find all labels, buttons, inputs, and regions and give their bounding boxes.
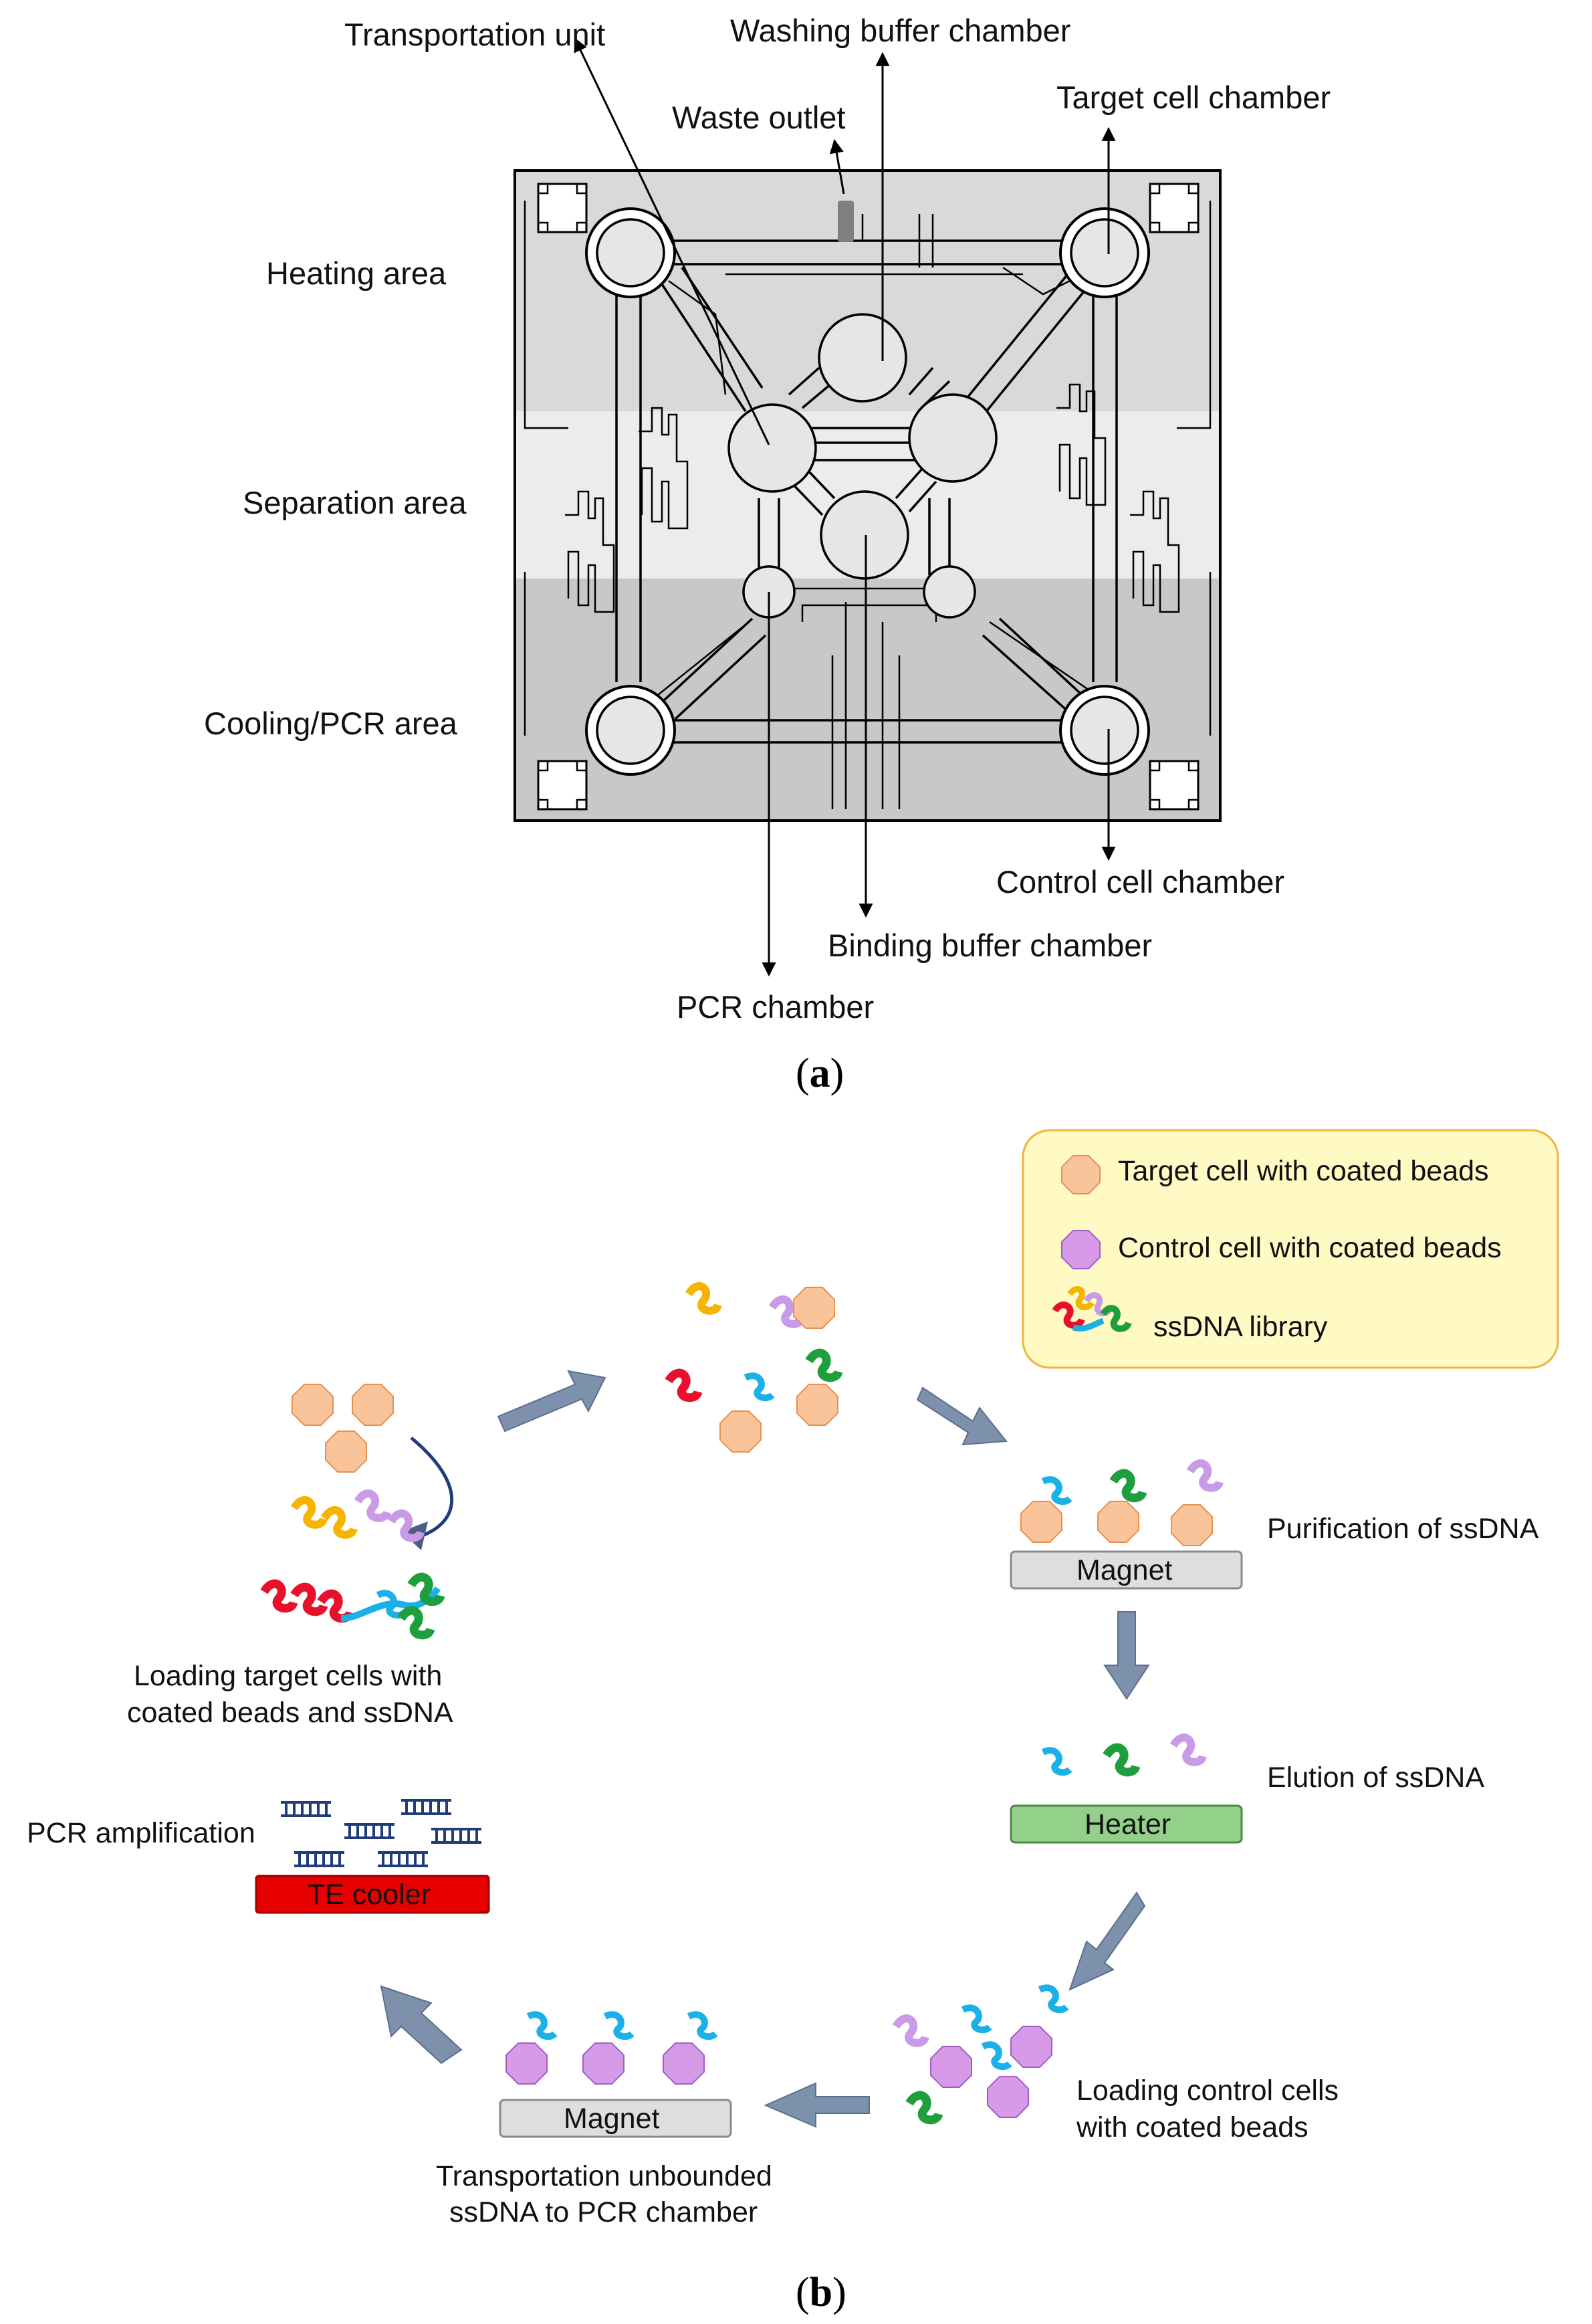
waste-outlet xyxy=(838,201,854,242)
step-pcr: PCR amplification TE cooler xyxy=(27,1799,490,1914)
legend-control-cell: Control cell with coated beads xyxy=(1118,1232,1502,1264)
meander-resistors xyxy=(565,383,1180,613)
legend-ssdna-library: ssDNA library xyxy=(1153,1311,1328,1343)
step-loading-control-line2: with coated beads xyxy=(1076,2111,1309,2143)
chambers xyxy=(585,207,1150,776)
chamber-bottom-left xyxy=(585,685,676,776)
label-pcr-chamber: PCR chamber xyxy=(677,989,874,1025)
step-loading-target-line2: coated beads and ssDNA xyxy=(127,1697,453,1729)
legend: Target cell with coated beads Control ce… xyxy=(1022,1129,1559,1369)
target-cell-chamber-shape xyxy=(1059,207,1150,298)
alignment-marks xyxy=(537,183,1200,811)
te-cooler-label: TE cooler xyxy=(308,1879,431,1911)
step-purification-label: Purification of ssDNA xyxy=(1267,1513,1539,1545)
target-bead-legend-icon xyxy=(1061,1155,1101,1194)
step-loading-target: Loading target cells with coated beads a… xyxy=(127,1384,454,1729)
pcr-products xyxy=(281,1799,481,1867)
step-transport-line1: Transportation unbounded xyxy=(436,2160,772,2192)
label-binding-buffer-chamber: Binding buffer chamber xyxy=(828,928,1152,963)
small-chamber-right xyxy=(923,565,976,619)
label-cooling-pcr-area: Cooling/PCR area xyxy=(204,706,458,741)
ssdna-legend-icon xyxy=(1052,1286,1132,1332)
control-bead-legend-icon xyxy=(1061,1230,1101,1269)
chip-diagram: Transportation unit Washing buffer chamb… xyxy=(204,13,1331,1096)
step-transportation: Magnet Transportation unbounded ssDNA to… xyxy=(436,2011,772,2228)
control-cell-chamber-shape xyxy=(1059,685,1150,776)
label-waste-outlet: Waste outlet xyxy=(672,100,846,135)
step-pcr-label: PCR amplification xyxy=(27,1817,255,1849)
channels xyxy=(615,214,1118,809)
step-purification: Magnet Purification of ssDNA xyxy=(1010,1459,1539,1590)
panel-a-label: (a) xyxy=(796,1051,844,1096)
magnet-bottom-label: Magnet xyxy=(564,2103,659,2135)
chamber-top-left xyxy=(585,207,676,298)
step-transport-line2: ssDNA to PCR chamber xyxy=(449,2196,758,2228)
te-cooler xyxy=(255,1875,490,1914)
step-loading-control-line1: Loading control cells xyxy=(1076,2075,1339,2107)
step-loading-target-line1: Loading target cells with xyxy=(134,1660,442,1692)
transportation-unit-shape xyxy=(727,403,817,493)
magnet-top xyxy=(1010,1550,1243,1590)
washing-buffer-chamber-shape xyxy=(818,313,907,403)
label-transportation-unit: Transportation unit xyxy=(344,17,605,52)
step-elution-label: Elution of ssDNA xyxy=(1267,1762,1484,1794)
magnet-top-label: Magnet xyxy=(1076,1554,1172,1586)
chip-outline xyxy=(514,169,1222,822)
panel-b-label: (b) xyxy=(796,2270,846,2315)
binding-buffer-chamber-shape xyxy=(820,490,909,580)
label-target-cell-chamber: Target cell chamber xyxy=(1056,80,1331,115)
separation-chamber-right xyxy=(908,393,998,483)
label-control-cell-chamber: Control cell chamber xyxy=(996,864,1284,900)
magnet-bottom xyxy=(499,2099,732,2138)
step-mixing xyxy=(665,1282,843,1453)
workflow-diagram: Target cell with coated beads Control ce… xyxy=(27,1129,1559,2315)
step-elution: Heater Elution of ssDNA xyxy=(1010,1733,1484,1844)
heater xyxy=(1010,1804,1243,1844)
annotation-arrows xyxy=(574,37,1116,977)
label-heating-area: Heating area xyxy=(266,255,447,291)
label-separation-area: Separation area xyxy=(243,485,467,520)
label-washing-buffer-chamber: Washing buffer chamber xyxy=(730,13,1070,48)
legend-target-cell: Target cell with coated beads xyxy=(1118,1155,1489,1187)
heater-label: Heater xyxy=(1085,1808,1171,1840)
flow-arrows xyxy=(380,1370,1150,2128)
step-loading-control: Loading control cells with coated beads xyxy=(892,1984,1339,2143)
